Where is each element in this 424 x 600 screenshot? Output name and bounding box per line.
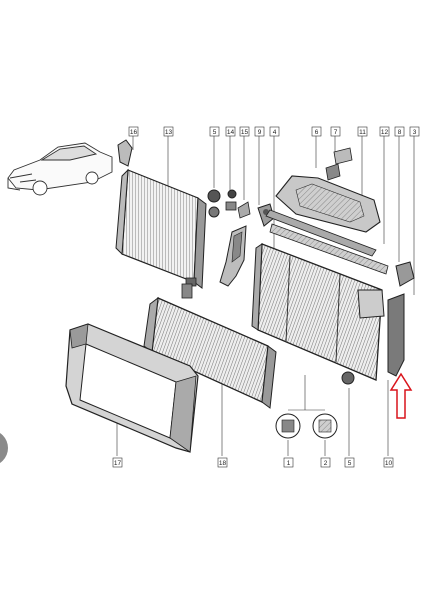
bracket-16 xyxy=(117,139,133,167)
callout-8: 8 xyxy=(398,129,402,136)
callout-1: 1 xyxy=(287,460,291,467)
callout-10: 10 xyxy=(385,460,393,467)
callout-3: 3 xyxy=(413,129,417,136)
radiator-13 xyxy=(115,168,207,289)
highlight-arrow xyxy=(389,372,413,419)
bracket-9 xyxy=(219,225,247,287)
car-illustration xyxy=(7,142,113,196)
secondary-radiator-18 xyxy=(143,283,277,409)
callout-16: 16 xyxy=(130,129,138,136)
side-scroll-handle xyxy=(0,433,8,463)
mount-5-lower xyxy=(341,371,355,385)
callout-15: 15 xyxy=(241,129,249,136)
callout-5-bottom: 5 xyxy=(348,460,352,467)
upper-cross-member-11 xyxy=(265,175,381,257)
callout-2: 2 xyxy=(324,460,328,467)
callout-18: 18 xyxy=(219,460,227,467)
bracket-4 xyxy=(257,203,275,227)
callout-7: 7 xyxy=(334,129,338,136)
detail-insets-1-2 xyxy=(275,413,338,439)
callout-4: 4 xyxy=(273,129,277,136)
condenser xyxy=(251,243,385,381)
callout-14: 14 xyxy=(227,129,235,136)
callout-labels: 16 13 5 14 15 9 4 6 7 11 12 8 3 17 18 1 … xyxy=(112,126,420,468)
callout-6: 6 xyxy=(315,129,319,136)
callout-9: 9 xyxy=(258,129,262,136)
callout-12: 12 xyxy=(381,129,389,136)
clips-6-7 xyxy=(325,147,353,181)
callout-17: 17 xyxy=(114,460,122,467)
front-frame-17 xyxy=(65,323,199,453)
callout-11: 11 xyxy=(359,129,366,136)
callout-13: 13 xyxy=(165,129,173,136)
seal-strip-12 xyxy=(269,223,389,275)
callout-5-top: 5 xyxy=(213,129,217,136)
fasteners-5-14-15 xyxy=(207,189,251,219)
brackets-8-3 xyxy=(387,261,415,377)
